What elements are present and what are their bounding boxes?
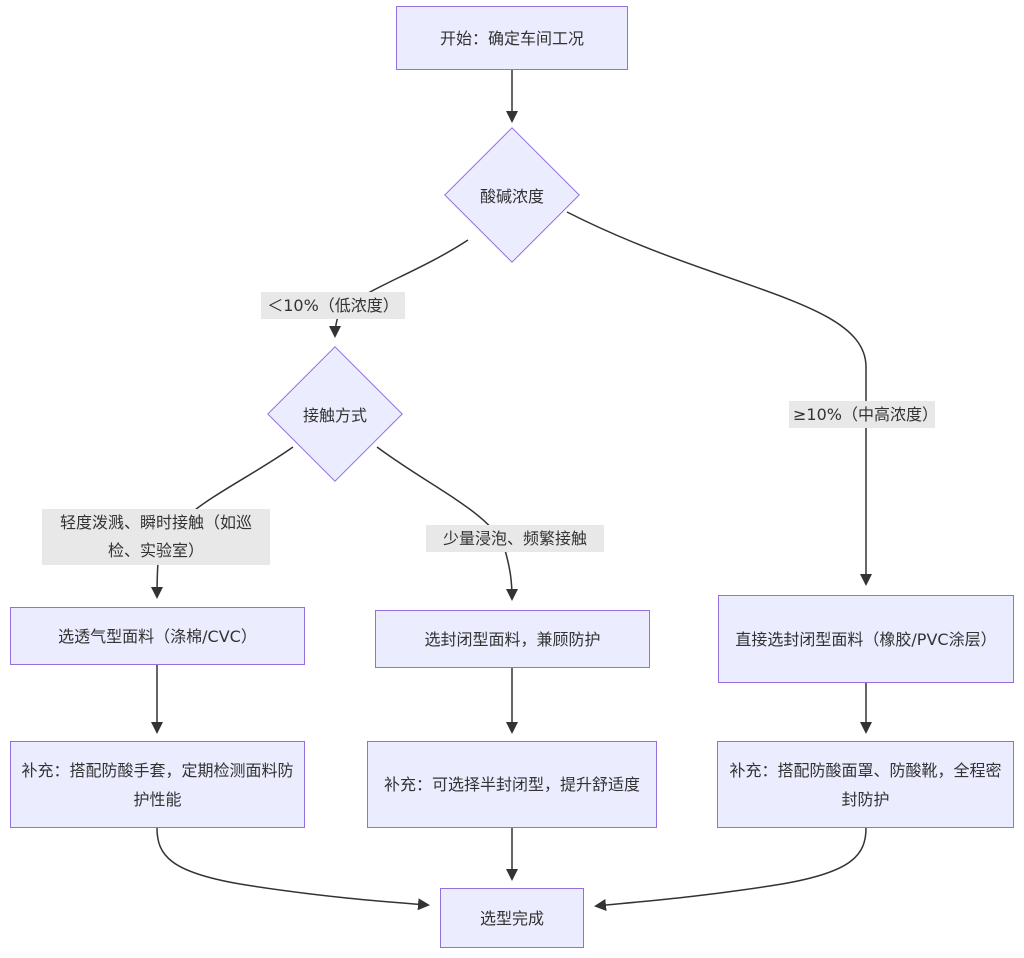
edge-label-low-concentration: ＜10%（低浓度） [261,292,405,319]
node-contact-label: 接触方式 [302,406,368,425]
edge-supplement-mask-to-done [594,827,867,911]
node-breathable-label: 选透气型面料（涤棉/CVC） [58,626,257,646]
edge-label-soak-frequent: 少量浸泡、频繁接触 [426,525,604,552]
node-closed-label: 选封闭型面料，兼顾防护 [424,629,601,649]
node-start: 开始：确定车间工况 [396,6,628,70]
node-breathable: 选透气型面料（涤棉/CVC） [10,607,305,665]
node-direct-closed: 直接选封闭型面料（橡胶/PVC涂层） [718,595,1014,683]
node-supplement-gloves-label: 补充：搭配防酸手套，定期检测面料防护性能 [21,760,294,809]
node-supplement-semi-label: 补充：可选择半封闭型，提升舒适度 [383,775,640,794]
node-start-label: 开始：确定车间工况 [439,28,584,48]
edge-label-light-splash: 轻度泼溅、瞬时接触（如巡检、实验室） [42,509,270,565]
node-direct-closed-label: 直接选封闭型面料（橡胶/PVC涂层） [735,629,997,649]
node-supplement-semi: 补充：可选择半封闭型，提升舒适度 [367,741,657,828]
node-closed: 选封闭型面料，兼顾防护 [375,610,650,668]
node-supplement-mask-label: 补充：搭配防酸面罩、防酸靴，全程密封防护 [729,760,1002,809]
node-contact: 接触方式 [267,346,403,482]
node-supplement-gloves: 补充：搭配防酸手套，定期检测面料防护性能 [10,741,305,828]
node-supplement-mask: 补充：搭配防酸面罩、防酸靴，全程密封防护 [717,741,1014,828]
edge-label-high-concentration: ≥10%（中高浓度） [789,401,938,428]
node-concentration: 酸碱浓度 [444,127,580,263]
node-done: 选型完成 [440,888,584,948]
edge-supplement-gloves-to-done [156,827,430,911]
node-done-label: 选型完成 [479,908,544,928]
edge-concentration-to-direct-closed [566,211,872,586]
node-concentration-label: 酸碱浓度 [479,187,545,206]
